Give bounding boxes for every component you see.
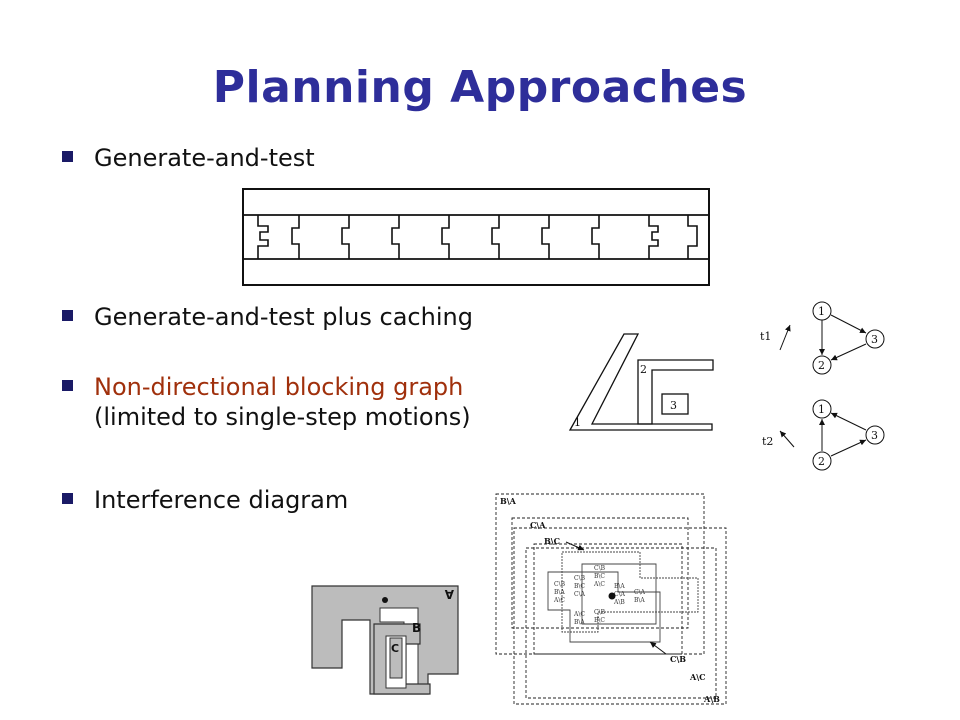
svg-text:C\B: C\B [594,565,606,572]
nested-parts-figure: A B C [311,585,459,695]
square-bullet-icon [62,493,73,504]
part-1-shape [568,333,713,431]
region-label-a-minus-b: A\B [703,694,720,704]
svg-text:B\A: B\A [574,619,585,626]
parts-diagram: 1 2 3 [568,333,714,431]
puzzle-strip-figure [242,188,710,286]
slide-title: Planning Approaches [212,62,748,113]
svg-text:C\A: C\A [614,591,626,598]
g1-node-3: 3 [871,333,878,346]
part-3-label: 3 [670,399,677,412]
bullet-text: Interference diagram [94,486,349,514]
svg-text:B\A: B\A [554,589,565,596]
g2-node-3: 3 [871,429,878,442]
svg-text:B\C: B\C [594,617,605,624]
bullet-text: Generate-and-test [94,144,315,172]
svg-text:A\B: A\B [613,599,625,606]
svg-text:C\A: C\A [574,591,586,598]
svg-text:A\C: A\C [573,611,585,618]
svg-text:B\C: B\C [574,583,585,590]
part-2-shape [637,359,714,425]
direction-t1-label: t1 [760,330,771,343]
svg-text:C\B: C\B [574,575,586,582]
region-label-a-minus-c: A\C [689,672,706,682]
part-c-label: C [391,642,399,655]
svg-text:C\B: C\B [594,609,606,616]
svg-text:C\B: C\B [554,581,566,588]
part-a-label: A [444,587,454,601]
g2-node-1: 1 [818,403,825,416]
bullet-text: Generate-and-test plus caching [94,303,473,331]
bullet-subtext: (limited to single-step motions) [94,403,471,431]
g1-node-2: 2 [818,359,825,372]
part-3-shape [661,393,689,415]
svg-text:A\C: A\C [553,597,565,604]
bullet-text: Non-directional blocking graph [94,373,464,401]
svg-text:C\A: C\A [634,589,646,596]
part-2-label: 2 [640,363,647,376]
direction-t2-label: t2 [762,435,773,448]
svg-text:B\C: B\C [594,573,605,580]
region-label-b-minus-a: B\A [500,496,517,506]
svg-text:A\C: A\C [593,581,605,588]
square-bullet-icon [62,380,73,391]
square-bullet-icon [62,310,73,321]
svg-text:B\A: B\A [634,597,645,604]
g2-node-2: 2 [818,455,825,468]
part-1-label: 1 [574,416,581,429]
part-b-label: B [412,621,421,635]
region-label-c-minus-b: C\B [670,654,686,664]
region-label-b-minus-c: B\C [544,536,560,546]
svg-text:B\A: B\A [614,583,625,590]
square-bullet-icon [62,151,73,162]
interference-diagram-figure: C\BB\AA\C C\BB\CC\A C\BB\CA\C B\AC\AA\B … [495,493,727,705]
g1-node-1: 1 [818,305,825,318]
region-label-c-minus-a: C\A [530,520,546,530]
blocking-graphs: t1 1 3 2 t2 1 3 2 [760,301,885,471]
